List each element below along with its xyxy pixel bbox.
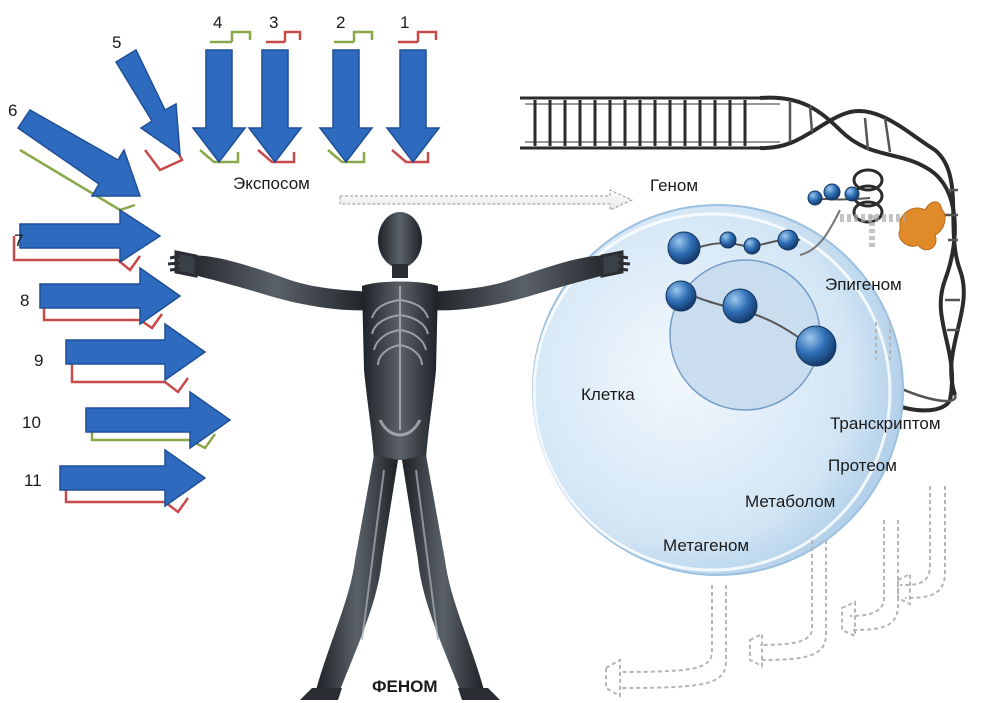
metabolome-label: Метаболом: [745, 493, 835, 510]
exposome-arrow-3: [249, 32, 301, 162]
genome-label: Геном: [650, 177, 698, 194]
phenome-label: ФЕНОМ: [372, 678, 438, 695]
exposome-factor-11-label: 11: [24, 472, 42, 489]
exposome-arrow-9: [66, 324, 205, 392]
exposome-arrow-10: [86, 392, 230, 448]
exposome-arrow-2: [320, 32, 372, 162]
exposome-factor-9-label: 9: [34, 352, 43, 369]
exposome-arrow-11: [60, 450, 205, 512]
exposome-factor-10-label: 10: [22, 414, 41, 431]
exposome-arrow-4: [193, 32, 250, 162]
proteome-label: Протеом: [828, 457, 897, 474]
exposome-factor-3-label: 3: [269, 14, 278, 31]
exposome-arrow-1: [387, 32, 439, 162]
exposome-factor-7-label: 7: [14, 232, 23, 249]
exposome-to-genome-arrow: [340, 190, 632, 210]
exposome-arrow-5: [116, 50, 182, 170]
transcriptome-label: Транскриптом: [830, 415, 941, 432]
exposome-factor-4-label: 4: [213, 14, 222, 31]
exposome-factor-5-label: 5: [112, 34, 121, 51]
exposome-arrow-8: [40, 268, 180, 328]
cell-label: Клетка: [581, 386, 635, 403]
epigenome-label: Эпигеном: [825, 276, 902, 293]
exposome-factor-2-label: 2: [336, 14, 345, 31]
exposome-arrow-6: [18, 110, 140, 210]
exposome-label: Экспосом: [233, 175, 310, 192]
exposome-arrow-7: [14, 210, 160, 270]
exposome-factor-1-label: 1: [400, 14, 409, 31]
exposome-factor-8-label: 8: [20, 292, 29, 309]
exposome-factor-6-label: 6: [8, 102, 17, 119]
metagenome-label: Метагеном: [663, 537, 749, 554]
